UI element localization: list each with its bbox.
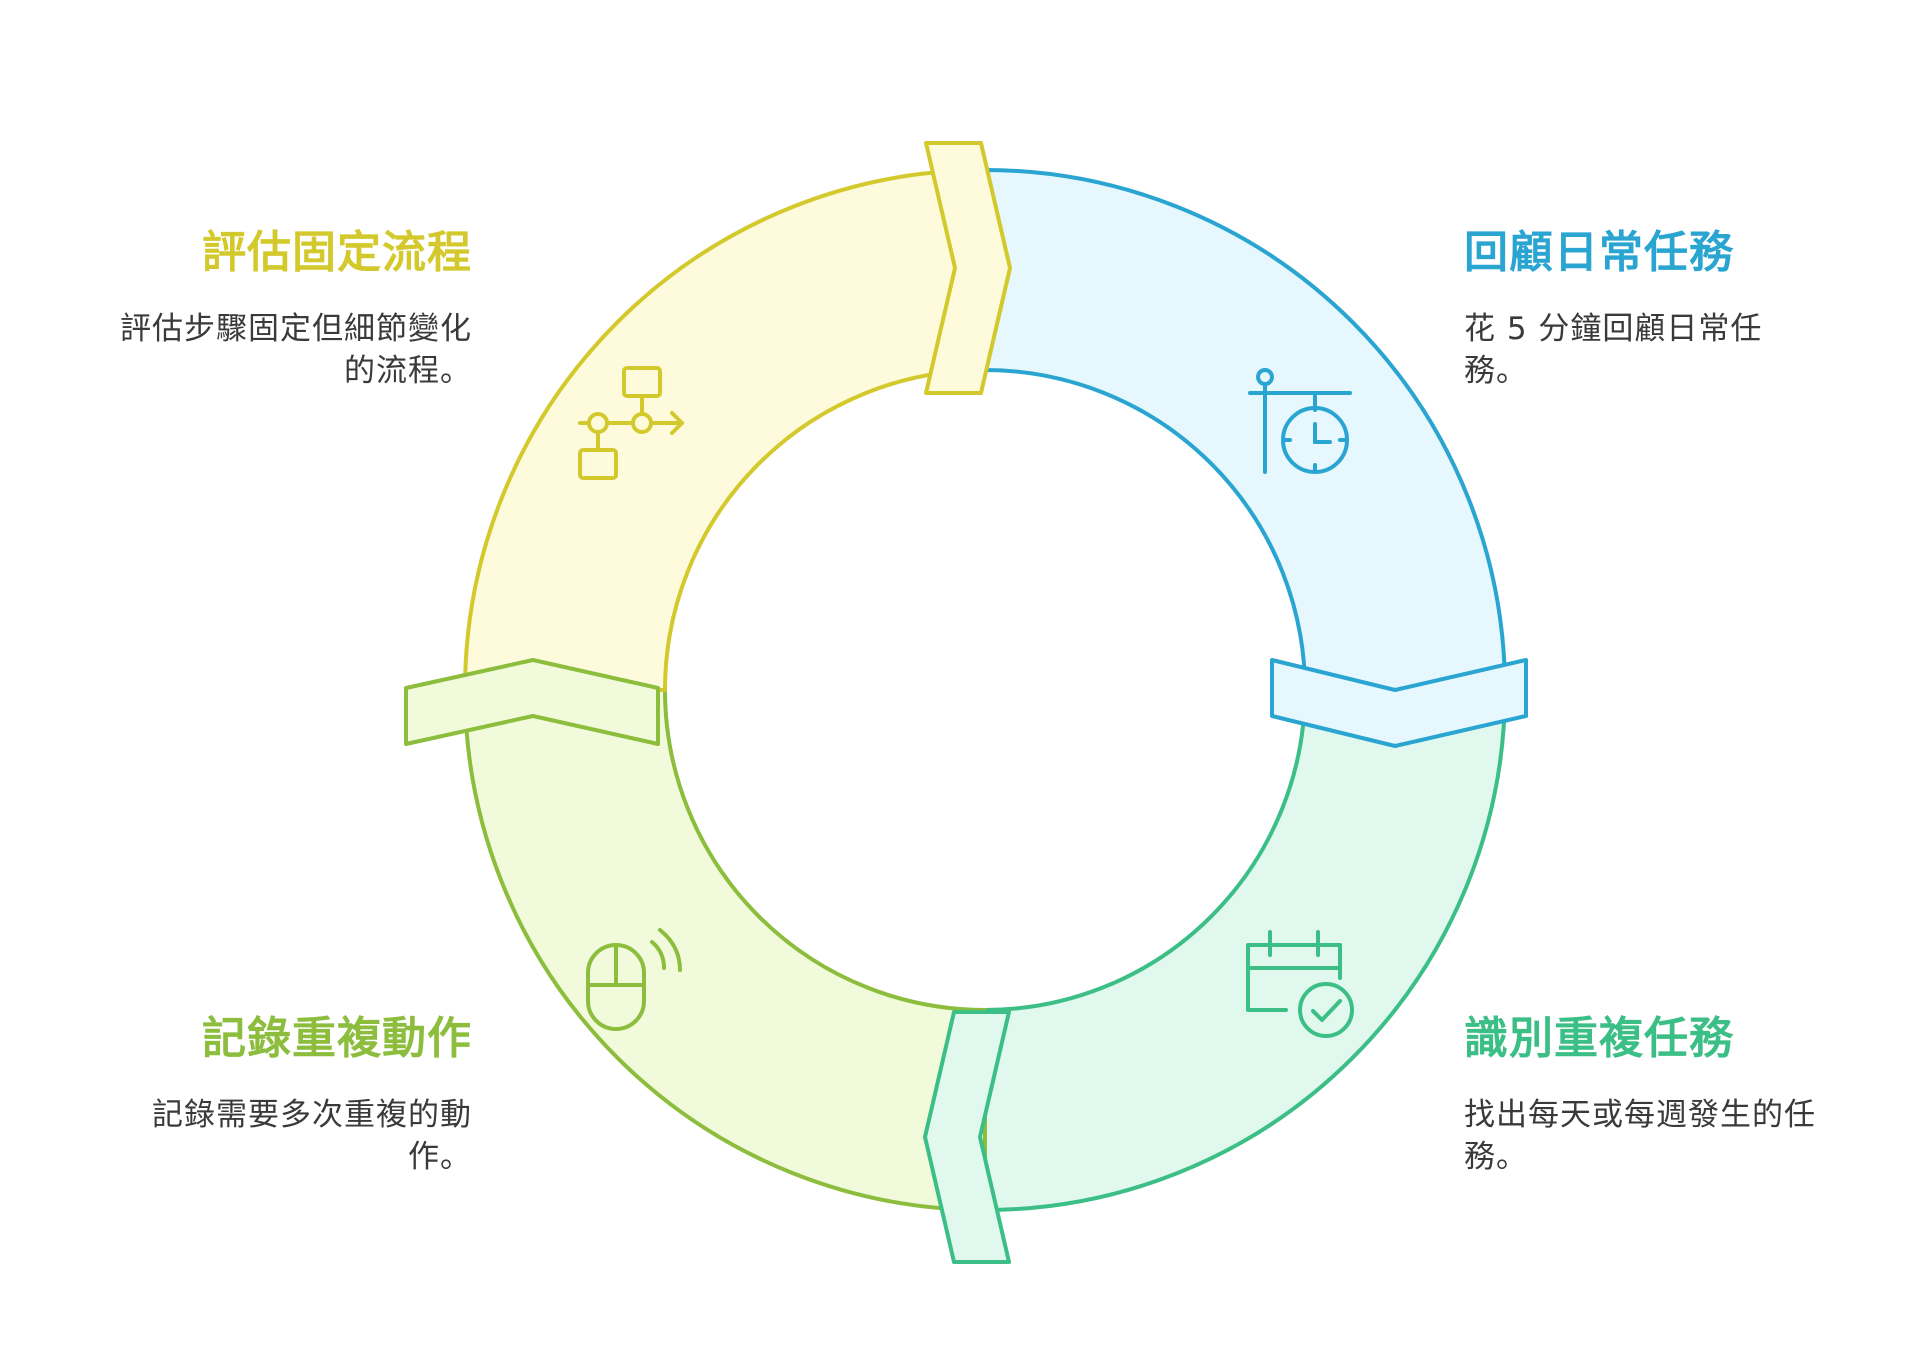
- connector-right: [1270, 658, 1528, 748]
- step-title-record: 記錄重複動作: [202, 1013, 472, 1064]
- step-description-evaluate: 評估步驟固定但細節變化的流程。: [120, 311, 472, 389]
- step-description-identify: 找出每天或每週發生的任務。: [1464, 1097, 1816, 1175]
- flowchart-icon: [578, 366, 684, 480]
- step-title-review: 回顧日常任務: [1464, 227, 1734, 278]
- segment-review: [983, 168, 1507, 692]
- step-description-review: 花 5 分鐘回顧日常任務。: [1464, 311, 1763, 389]
- mouse-click-icon: [586, 928, 682, 1031]
- segment-record: [463, 688, 987, 1212]
- connector-left: [404, 658, 660, 746]
- connector-bottom: [923, 1010, 1011, 1264]
- step-title-identify: 識別重複任務: [1464, 1013, 1734, 1064]
- step-description-record: 記錄需要多次重複的動作。: [152, 1097, 472, 1175]
- connector-top: [924, 141, 1012, 395]
- clock-signpost-icon: [1248, 368, 1352, 474]
- segment-identify: [983, 688, 1507, 1212]
- calendar-check-icon: [1246, 930, 1354, 1038]
- segment-evaluate: [463, 168, 987, 692]
- step-title-evaluate: 評估固定流程: [202, 227, 472, 278]
